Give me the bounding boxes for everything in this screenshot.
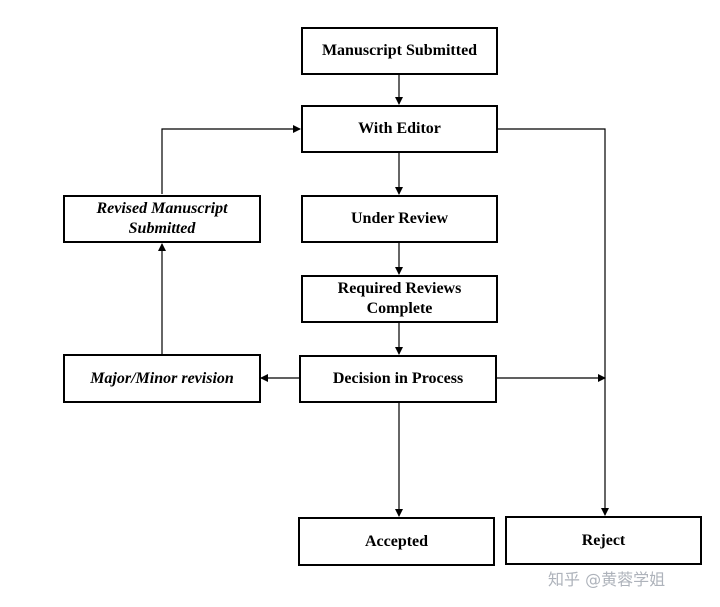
decision-in-process-label: Decision in Process [332, 370, 464, 387]
major-minor-revision-box: Major/Minor revision [63, 354, 261, 403]
with-editor-label: With Editor [358, 120, 441, 137]
edge-editor-to-reject [497, 128, 609, 516]
accepted-box: Accepted [298, 517, 495, 566]
reject-label: Reject [581, 531, 626, 549]
reject-box: Reject [505, 516, 702, 565]
edge-revised-to-editor [161, 125, 301, 194]
major-minor-revision-label: Major/Minor revision [90, 369, 234, 387]
revised-manuscript-submitted-box: Revised Manuscript Submitted [63, 195, 261, 243]
revised-manuscript-label-line2: Submitted [128, 220, 196, 237]
manuscript-submitted-label: Manuscript Submitted [321, 42, 478, 59]
accepted-label: Accepted [364, 532, 429, 550]
under-review-label: Under Review [350, 210, 449, 227]
manuscript-submitted-box: Manuscript Submitted [301, 27, 498, 75]
required-reviews-complete-box: Required Reviews Complete [301, 275, 498, 323]
under-review-box: Under Review [301, 195, 498, 243]
with-editor-box: With Editor [301, 105, 498, 153]
revised-manuscript-label-line1: Revised Manuscript [96, 200, 228, 217]
required-reviews-label-line2: Complete [366, 300, 433, 317]
decision-in-process-box: Decision in Process [299, 355, 497, 403]
required-reviews-label-line1: Required Reviews [337, 280, 462, 297]
watermark-text: 知乎 @黄蓉学姐 [548, 570, 666, 589]
